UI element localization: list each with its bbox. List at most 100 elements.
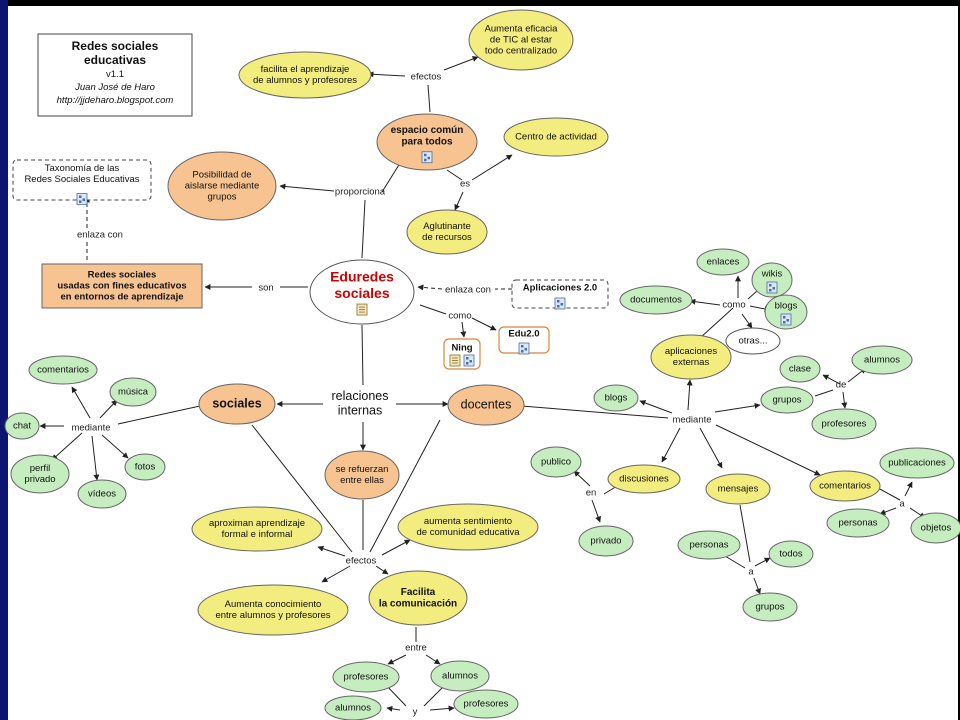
node-text-facilita-comunicacion-2: la comunicación	[379, 598, 457, 609]
node-text-comentarios-s-1: comentarios	[37, 365, 89, 376]
node-text-relaciones-1: relaciones	[332, 389, 389, 403]
link-label-entre: entre	[405, 643, 427, 654]
node-ning: Ning	[443, 338, 481, 370]
concept-map-icon[interactable]	[554, 297, 566, 310]
node-text-docentes-1: docentes	[461, 397, 512, 411]
node-text-perfil-2: privado	[24, 474, 55, 485]
node-text-facilita-aprendizaje-2: de alumnos y profesores	[253, 75, 357, 86]
node-text-aproximan-2: formal e informal	[222, 529, 293, 540]
node-text-objetos-1: objetos	[921, 523, 952, 534]
node-todos: todos	[768, 540, 814, 568]
linking-phrases: efectos es proporciona enlaza con son en…	[71, 72, 905, 718]
link-label-y: y	[413, 707, 418, 718]
node-text-mensajes-1: mensajes	[718, 484, 759, 495]
node-com-profesores2: profesores	[453, 689, 519, 719]
node-text-aumenta-conocimiento-1: Aumenta conocimiento	[225, 599, 322, 610]
node-text-aplicaciones20-1: Aplicaciones 2.0	[523, 283, 597, 294]
node-alumnos-g: alumnos	[851, 345, 913, 375]
node-text-edu20-1: Edu2.0	[508, 329, 539, 340]
node-objetos: objetos	[910, 512, 960, 544]
node-text-publico-1: publico	[541, 457, 571, 468]
node-text-taxonomia-2: Redes Sociales Educativas	[24, 174, 139, 185]
node-aplicaciones20: Aplicaciones 2.0	[511, 279, 609, 310]
node-text-personas-m-1: personas	[689, 540, 728, 551]
node-text-enlaces-1: enlaces	[707, 257, 740, 268]
node-text-sociales-1: sociales	[212, 396, 261, 410]
node-fotos: fotos	[124, 453, 166, 481]
info-box: Redes sociales educativas v1.1 Juan José…	[37, 33, 193, 117]
link-label-efectos-bottom: efectos	[346, 556, 377, 567]
document-icon[interactable]	[356, 303, 368, 316]
concept-map-icon[interactable]	[518, 342, 530, 355]
node-text-perfil-1: perfil	[30, 463, 51, 474]
node-centro: Centro de actividad	[503, 117, 609, 157]
node-text-central-2: sociales	[334, 285, 389, 301]
node-sociales: sociales	[198, 383, 276, 425]
node-text-aumenta-sentimiento-1: aumenta sentimiento	[424, 516, 512, 527]
node-text-com-alumnos1-1: alumnos	[442, 671, 478, 682]
node-text-aumenta-eficacia-3: todo centralizado	[485, 45, 557, 56]
info-title-line1: Redes sociales	[72, 39, 159, 53]
node-musica: música	[109, 377, 157, 407]
concept-map-icon[interactable]	[463, 354, 475, 367]
node-text-relaciones-2: internas	[338, 403, 382, 417]
node-text-clase-1: clase	[789, 364, 811, 375]
node-text-documentos-1: documentos	[630, 295, 682, 306]
concept-map-icon[interactable]	[76, 192, 88, 205]
node-text-publicaciones-1: publicaciones	[888, 458, 946, 469]
node-text-aglutinante-1: Aglutinante	[423, 221, 471, 232]
concept-map-icon[interactable]	[766, 281, 778, 294]
node-text-redes-usadas-3: en entornos de aprendizaje	[61, 291, 184, 302]
node-text-aumenta-eficacia-1: Aumenta eficacia	[485, 24, 559, 35]
node-text-posibilidad-3: grupos	[207, 191, 236, 202]
node-com-profesores1: profesores	[332, 661, 400, 693]
link-label-enlaza-con-left: enlaza con	[77, 230, 123, 241]
node-text-com-profesores2-1: profesores	[464, 699, 509, 710]
concept-map-icon[interactable]	[780, 313, 792, 326]
node-videos: vídeos	[77, 479, 127, 509]
node-text-redes-usadas-2: usadas con fines educativos	[57, 281, 186, 292]
node-text-musica-1: música	[118, 387, 149, 398]
link-label-como-right: como	[722, 300, 745, 311]
info-title-line2: educativas	[84, 53, 146, 67]
node-text-central-1: Eduredes	[330, 269, 394, 285]
node-text-posibilidad-1: Posibilidad de	[192, 170, 251, 181]
link-label-es: es	[460, 179, 470, 190]
node-documentos: documentos	[619, 285, 693, 315]
node-text-personas-c-1: personas	[838, 518, 877, 529]
node-text-se-refuerzan-1: se refuerzan	[336, 464, 389, 475]
node-text-comentarios-d-1: comentarios	[819, 481, 871, 492]
node-text-aglutinante-2: de recursos	[422, 232, 472, 243]
node-text-redes-usadas-1: Redes sociales	[88, 270, 157, 281]
link-label-como-center: como	[448, 311, 471, 322]
node-text-espacio-2: para todos	[401, 136, 453, 147]
link-label-efectos-top: efectos	[411, 72, 442, 83]
node-chat: chat	[4, 412, 40, 440]
node-text-centro-1: Centro de actividad	[515, 132, 597, 143]
node-text-ning-1: Ning	[451, 343, 472, 354]
concept-map-icon[interactable]	[421, 151, 433, 164]
connection-lines	[39, 56, 926, 712]
left-edge-stripe	[0, 0, 8, 720]
node-com-alumnos2: alumnos	[324, 695, 382, 720]
document-icon[interactable]	[449, 354, 461, 367]
link-label-a-com: a	[899, 499, 905, 510]
node-wikis: wikis	[751, 262, 793, 298]
link-label-en: en	[586, 488, 597, 499]
link-label-a-msg: a	[748, 567, 754, 578]
node-text-todos-1: todos	[779, 549, 802, 560]
node-grupos-m: grupos	[742, 592, 798, 622]
link-label-mediante-s: mediante	[71, 423, 110, 434]
